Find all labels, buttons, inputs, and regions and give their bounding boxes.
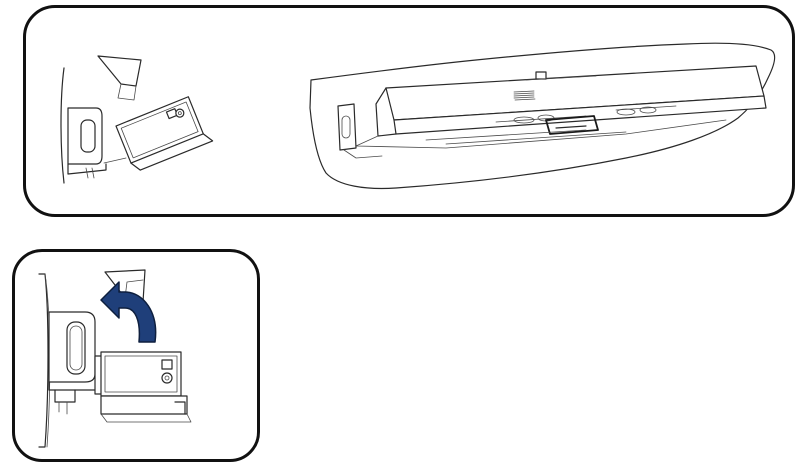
- bracket-base: [100, 395, 188, 415]
- center-mount-bracket: [545, 115, 599, 135]
- soundbar-front-face: [393, 95, 767, 135]
- soundbar-installed-view: [309, 42, 776, 190]
- bracket-tab: [161, 359, 173, 370]
- soundbar-grille: [513, 90, 536, 101]
- clip-part: [97, 55, 142, 87]
- wall-edge-small: [60, 67, 65, 184]
- overview-illustration: [60, 42, 776, 190]
- mount-slot: [66, 321, 86, 375]
- curved-arrow-icon: [100, 281, 157, 343]
- bracket-screw: [161, 372, 173, 384]
- detail-illustration: [38, 269, 192, 448]
- wall-edge: [38, 273, 49, 448]
- left-wall-plate: [337, 103, 357, 151]
- detail-panel: [12, 249, 260, 462]
- bracket-box-small: [115, 96, 214, 171]
- overview-panel: [23, 5, 795, 217]
- mount-slot-small: [80, 119, 96, 153]
- bracket-exploded-view: [60, 55, 214, 184]
- soundbar-camera: [535, 71, 547, 80]
